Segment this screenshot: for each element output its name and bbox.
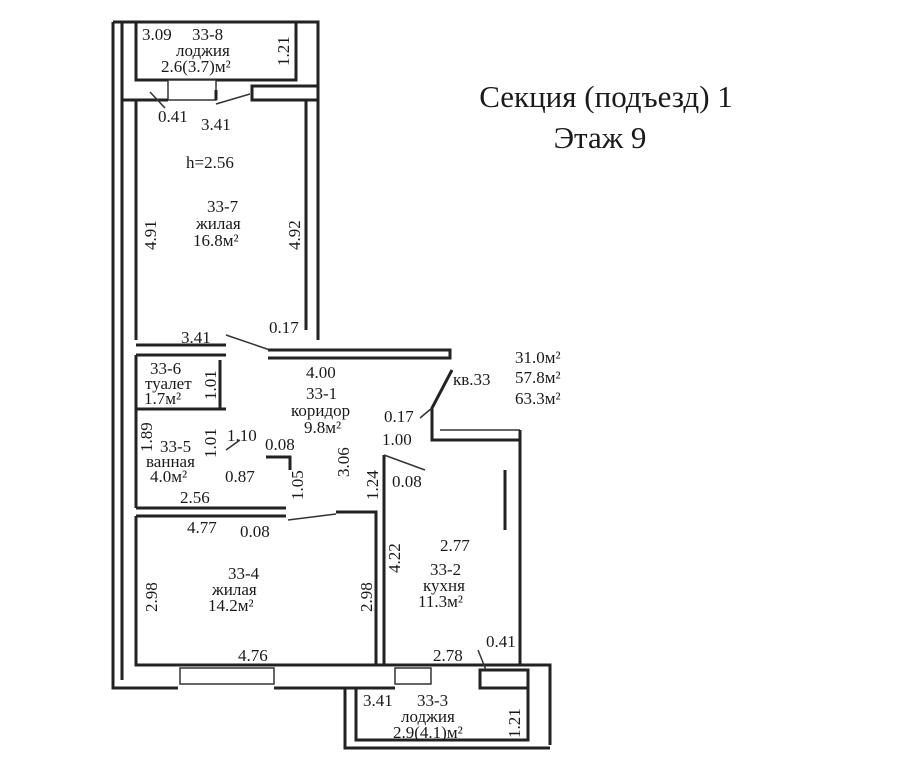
dim-label: 3.41 [181, 328, 211, 347]
room-33-4: 4.77 0.08 33-4 жилая 14.2м² 2.98 2.98 4.… [142, 518, 376, 665]
dim-label: 1.00 [382, 430, 412, 449]
dim-label: 4.22 [385, 543, 404, 573]
room-area: 14.2м² [208, 596, 254, 615]
room-name: коридор [291, 401, 350, 420]
room-name: туалет [145, 374, 192, 393]
dim-label: 0.08 [240, 522, 270, 541]
room-area: 1.7м² [144, 389, 181, 408]
dim-label: 0.17 [384, 407, 414, 426]
room-id: 33-1 [306, 384, 337, 403]
dim-label: 0.87 [225, 467, 255, 486]
dim-label: 1.21 [274, 36, 293, 66]
dim-label: 0.08 [392, 472, 422, 491]
dim-label: 1.21 [505, 708, 524, 738]
dim-label: 2.98 [142, 582, 161, 612]
dim-label: 1.24 [363, 470, 382, 500]
room-name: жилая [211, 580, 257, 599]
walls [111, 20, 552, 750]
room-name: лоджия [176, 41, 230, 60]
room-area: 2.9(4.1)м² [393, 723, 463, 742]
dim-label: 2.77 [440, 536, 470, 555]
dim-label: 4.00 [306, 363, 336, 382]
room-id: 33-5 [160, 437, 191, 456]
floor-title: Этаж 9 [554, 120, 647, 155]
room-area: 9.8м² [304, 418, 341, 437]
room-33-3: 3.41 33-3 лоджия 2.9(4.1)м² 1.21 [363, 691, 524, 742]
room-33-6: 33-6 туалет 1.7м² 1.01 [144, 359, 220, 408]
room-33-1: 4.00 33-1 коридор 9.8м² 3.06 1.05 0.17 1… [288, 363, 422, 500]
dim-label: 3.41 [201, 115, 231, 134]
dim-label: 1.01 [201, 370, 220, 400]
dim-label: 0.41 [486, 632, 516, 651]
area-with-loggia: 63.3м² [515, 389, 561, 408]
leader-lines [149, 91, 487, 671]
room-id: 33-7 [207, 197, 239, 216]
dim-label: 4.76 [238, 646, 268, 665]
room-name: жилая [195, 214, 241, 233]
dim-label: 2.98 [357, 582, 376, 612]
dim-label: 1.89 [137, 422, 156, 452]
room-name: ванная [146, 452, 195, 471]
dim-label: 4.77 [187, 518, 217, 537]
dim-label: 1.01 [201, 428, 220, 458]
apartment-label: кв.33 [453, 370, 491, 389]
room-id: 33-6 [150, 359, 181, 378]
room-area: 4.0м² [150, 467, 187, 486]
dim-label: 3.41 [363, 691, 393, 710]
dim-label: 0.08 [265, 435, 295, 454]
room-33-5: 1.89 33-5 ванная 4.0м² 1.01 1.10 0.08 0.… [137, 422, 295, 507]
section-title: Секция (подъезд) 1 [479, 79, 733, 114]
room-id: 33-4 [228, 564, 260, 583]
room-id: 33-2 [430, 560, 461, 579]
room-area: 16.8м² [193, 231, 239, 250]
room-33-7: 0.41 3.41 h=2.56 33-7 жилая 16.8м² 4.91 … [141, 107, 304, 347]
dim-label: 2.78 [433, 646, 463, 665]
room-id: 33-8 [192, 25, 223, 44]
room-33-8: 3.09 33-8 лоджия 2.6(3.7)м² 1.21 [142, 25, 293, 76]
room-area: 2.6(3.7)м² [161, 57, 231, 76]
dim-label: 1.05 [288, 470, 307, 500]
room-name: кухня [423, 576, 465, 595]
dim-label: 2.56 [180, 488, 210, 507]
dim-label: 0.17 [269, 318, 299, 337]
area-living: 31.0м² [515, 348, 561, 367]
room-name: лоджия [401, 707, 455, 726]
dim-label: 3.09 [142, 25, 172, 44]
dim-label: 1.10 [227, 426, 257, 445]
dim-label: 0.41 [158, 107, 188, 126]
dim-label: 3.06 [334, 447, 353, 477]
room-height: h=2.56 [186, 153, 234, 172]
dim-label: 4.91 [141, 220, 160, 250]
dim-label: 4.92 [285, 220, 304, 250]
room-id: 33-3 [417, 691, 448, 710]
room-33-2: 2.77 4.22 33-2 кухня 11.3м² 0.41 2.78 [385, 536, 516, 665]
area-total: 57.8м² [515, 368, 561, 387]
room-area: 11.3м² [418, 592, 463, 611]
